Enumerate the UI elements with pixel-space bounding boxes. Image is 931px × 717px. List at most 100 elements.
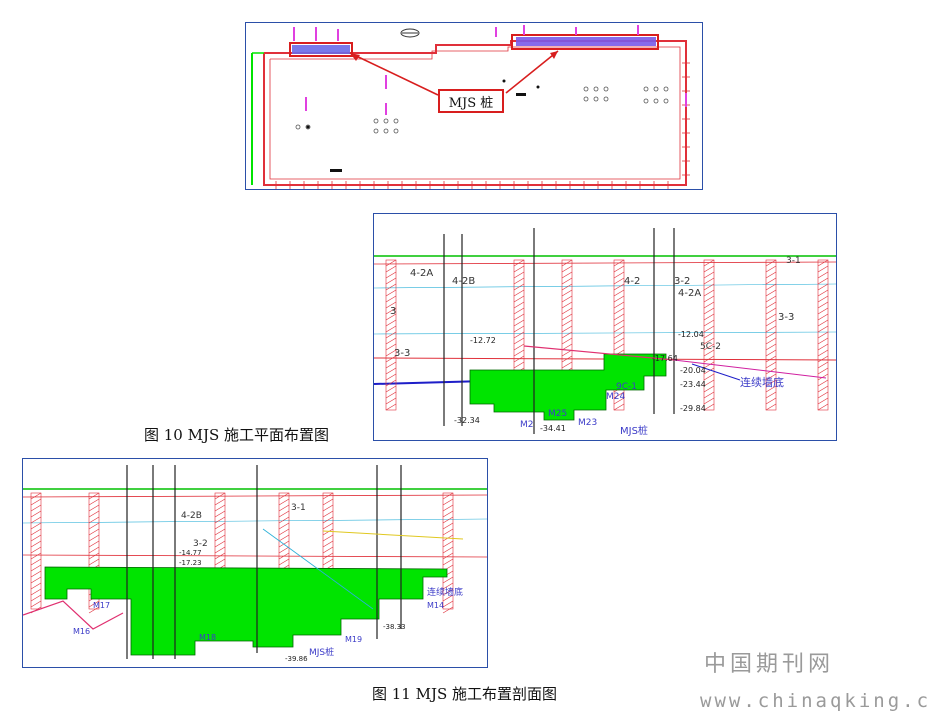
borehole-hatch <box>703 385 715 393</box>
section-bottom-wall-label: 连续墙底 <box>427 588 464 598</box>
borehole-hatch <box>817 373 829 381</box>
borehole-hatch <box>214 504 226 512</box>
borehole-hatch <box>561 259 573 267</box>
borehole-hatch <box>88 504 100 512</box>
borehole-hatch <box>561 277 573 285</box>
borehole-column <box>613 259 625 411</box>
borehole-hatch <box>30 522 42 530</box>
borehole-hatch <box>561 295 573 303</box>
borehole-hatch <box>88 522 100 530</box>
borehole-hatch <box>442 540 454 548</box>
borehole-hatch <box>703 391 715 399</box>
borehole-hatch <box>765 385 777 393</box>
borehole-hatch <box>765 343 777 351</box>
borehole-hatch <box>278 528 290 536</box>
borehole-hatch <box>561 301 573 309</box>
borehole-hatch <box>765 337 777 345</box>
section-top-elev-1: -12.72 <box>470 336 496 345</box>
borehole-hatch <box>817 301 829 309</box>
borehole-hatch <box>561 265 573 273</box>
borehole-hatch <box>703 271 715 279</box>
borehole-hatch <box>30 516 42 524</box>
borehole-hatch <box>703 367 715 375</box>
borehole-hatch <box>513 283 525 291</box>
borehole-hatch <box>30 540 42 548</box>
borehole-hatch <box>765 373 777 381</box>
borehole-hatch <box>613 295 625 303</box>
borehole-hatch <box>513 277 525 285</box>
section-top-stratum-7: 4-2A <box>678 288 702 299</box>
borehole-hatch <box>442 522 454 530</box>
section-top-elev-3: -23.44 <box>680 380 706 389</box>
borehole-hatch <box>88 546 100 554</box>
borehole-hatch <box>613 397 625 405</box>
borehole-hatch <box>765 331 777 339</box>
borehole-hatch <box>703 355 715 363</box>
plan-black-symbols <box>306 79 540 172</box>
borehole-hatch <box>561 337 573 345</box>
borehole-hatch <box>513 313 525 321</box>
borehole-hatch <box>703 379 715 387</box>
callout-arrow-left <box>349 52 439 96</box>
borehole-hatch <box>322 534 334 542</box>
borehole-hatch <box>703 301 715 309</box>
section-top-stratum-4: 3-3 <box>394 348 411 359</box>
borehole-hatch <box>703 259 715 267</box>
borehole-hatch <box>817 277 829 285</box>
borehole-hatch <box>703 313 715 321</box>
section-top-pile-9c: 9C-1 <box>616 382 637 392</box>
section-top-stratum-9: 3-1 <box>786 256 801 266</box>
borehole-hatch <box>442 516 454 524</box>
borehole-hatch <box>613 259 625 267</box>
borehole-hatch <box>561 355 573 363</box>
borehole-hatch <box>385 325 397 333</box>
borehole-hatch <box>765 397 777 405</box>
plan-magenta-markers <box>293 25 687 115</box>
borehole-hatch <box>385 271 397 279</box>
borehole-hatch <box>442 582 454 590</box>
borehole-hatch <box>30 558 42 566</box>
borehole-hatch <box>513 319 525 327</box>
borehole-hatch <box>613 283 625 291</box>
section-top-elev-4: -29.84 <box>680 404 706 413</box>
mjs-highlight-box-left <box>289 42 353 57</box>
borehole-hatch <box>88 534 100 542</box>
borehole-hatch <box>513 295 525 303</box>
borehole-hatch <box>613 271 625 279</box>
borehole-hatch <box>613 403 625 411</box>
borehole-hatch <box>765 391 777 399</box>
watermark-cn: 中国期刊网 <box>704 652 835 677</box>
borehole-column <box>703 259 715 411</box>
borehole-hatch <box>817 271 829 279</box>
borehole-hatch <box>613 343 625 351</box>
borehole-hatch <box>442 510 454 518</box>
borehole-hatch <box>561 343 573 351</box>
borehole-hatch <box>817 403 829 411</box>
borehole-hatch <box>613 265 625 273</box>
borehole-hatch <box>385 391 397 399</box>
borehole-hatch <box>30 504 42 512</box>
section-bottom-mjs-label: MJS桩 <box>309 648 335 658</box>
borehole-hatch <box>561 361 573 369</box>
borehole-hatch <box>817 319 829 327</box>
borehole-hatch <box>385 331 397 339</box>
borehole-hatch <box>442 546 454 554</box>
borehole-column <box>385 259 397 411</box>
borehole-hatch <box>385 367 397 375</box>
section-top-drawing <box>374 228 836 434</box>
mjs-pile-row-left <box>292 45 350 54</box>
section-top-pile-m24: M24 <box>606 392 626 402</box>
wall-bottom-arrow <box>691 363 741 381</box>
section-top-stratum-2: 4-2B <box>452 276 476 287</box>
borehole-hatch <box>561 283 573 291</box>
borehole-hatch <box>88 510 100 518</box>
borehole-hatch <box>817 385 829 393</box>
section-top-stratum-1: 4-2A <box>410 268 434 279</box>
borehole-hatch <box>30 594 42 602</box>
borehole-column <box>817 259 829 411</box>
borehole-hatch <box>88 600 100 608</box>
borehole-hatch <box>278 498 290 506</box>
borehole-hatch <box>703 319 715 327</box>
borehole-hatch <box>214 516 226 524</box>
borehole-hatch <box>703 307 715 315</box>
